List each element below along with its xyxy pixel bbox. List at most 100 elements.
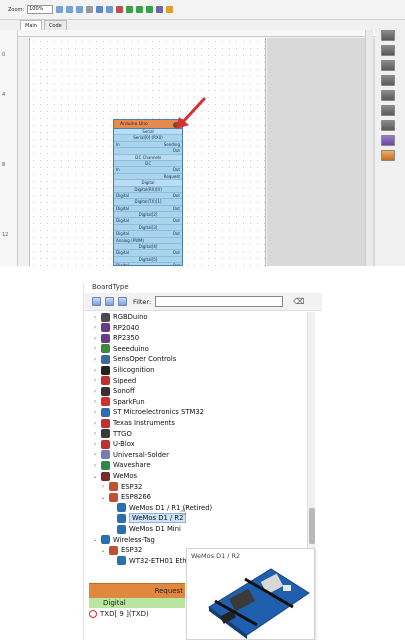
tree-item[interactable]: WeMos D1 / R1 (Retired) (108, 503, 212, 513)
tool-palette (379, 30, 397, 170)
collapsed-chevron-icon[interactable]: › (93, 334, 97, 342)
tree-item[interactable]: ⌄ESP8266 (100, 492, 151, 502)
tree-item-label: Sonoff (113, 387, 135, 396)
collapsed-chevron-icon[interactable]: › (93, 355, 97, 363)
tree-item[interactable]: ›ST Microelectronics STM32 (92, 407, 204, 417)
expanded-chevron-icon[interactable]: ⌄ (100, 493, 106, 501)
tree-item-label: Sipeed (113, 376, 137, 385)
tree-item[interactable]: WT32-ETH01 Ethernet (ESP32) (108, 556, 233, 566)
settings-icon[interactable] (156, 6, 164, 13)
component-row-right: Out (172, 218, 180, 224)
tree-item[interactable]: WeMos D1 / R2 (108, 513, 187, 524)
palette-button-7[interactable] (381, 120, 395, 131)
layout-icon[interactable] (96, 6, 104, 13)
collapsed-chevron-icon[interactable]: › (93, 451, 97, 459)
align-icon[interactable] (86, 6, 94, 13)
zoom-label: Zoom: (8, 6, 25, 13)
tree-item-label: Silicognition (113, 366, 155, 374)
component-row: Request (114, 174, 182, 181)
canvas-vertical-scrollbar[interactable] (365, 30, 373, 266)
tree-item[interactable]: › Sonoff (92, 386, 135, 396)
palette-button-1[interactable] (381, 30, 395, 41)
tree-item[interactable]: › SparkFun (92, 397, 145, 407)
tree-scrollbar[interactable] (307, 312, 315, 570)
tree-item[interactable]: ⌄ESP32 (100, 545, 142, 555)
palette-button-8[interactable] (381, 135, 395, 146)
collapsed-chevron-icon[interactable]: › (93, 461, 97, 469)
palette-button-9[interactable] (381, 150, 395, 161)
run-icon[interactable] (136, 6, 144, 13)
tree-item[interactable]: ›Texas Instruments (92, 418, 175, 428)
zoom-out-icon[interactable] (66, 6, 74, 13)
tree-scrollbar-thumb[interactable] (309, 508, 315, 544)
pin-icon[interactable] (146, 6, 154, 13)
filter-label: Filter: (133, 297, 152, 306)
expanded-chevron-icon[interactable]: ⌄ (92, 472, 98, 480)
zoom-in-icon[interactable] (56, 6, 64, 13)
tab-code[interactable]: Code (43, 20, 67, 30)
tree-item[interactable]: ›ESP32 (100, 482, 142, 492)
expanded-chevron-icon[interactable]: ⌄ (92, 536, 98, 544)
expand-all-icon[interactable] (92, 297, 101, 306)
tree-item[interactable]: ›U-Blox (92, 439, 135, 449)
upload-icon[interactable] (166, 6, 174, 13)
palette-button-4[interactable] (381, 75, 395, 86)
tree-item-label: SensOper Controls (113, 355, 177, 364)
tree-item[interactable]: ›RGBDuino (92, 312, 148, 322)
zoom-select[interactable]: 100% (27, 5, 54, 14)
collapsed-chevron-icon[interactable]: › (93, 324, 97, 332)
tree-item[interactable]: › Seeeduino (92, 344, 149, 354)
tree-item[interactable]: › Sipeed (92, 376, 136, 386)
collapsed-chevron-icon[interactable]: › (93, 387, 97, 395)
tree-item[interactable]: ›Waveshare (92, 460, 151, 470)
component-row-left: Digital (116, 205, 129, 211)
component-row-left: Digital (116, 263, 129, 266)
expanded-chevron-icon[interactable]: ⌄ (100, 546, 106, 554)
collapsed-chevron-icon[interactable]: › (93, 430, 97, 438)
collapsed-chevron-icon[interactable]: › (93, 345, 97, 353)
component-title[interactable]: Arduino Uno (114, 120, 182, 129)
palette-button-2[interactable] (381, 45, 395, 56)
collapsed-chevron-icon[interactable]: › (101, 483, 105, 491)
component-gear-icon[interactable] (173, 121, 179, 128)
tree-item[interactable]: › Silicognition (92, 365, 154, 375)
tree-item[interactable]: ⌄Wireless-Tag (92, 535, 155, 545)
tree-item-label: SparkFun (113, 397, 145, 406)
collapsed-chevron-icon[interactable]: › (93, 377, 97, 385)
collapsed-chevron-icon[interactable]: › (93, 419, 97, 427)
collapsed-chevron-icon[interactable]: › (93, 313, 97, 321)
filter-input[interactable] (155, 296, 284, 307)
grid-icon[interactable] (106, 6, 114, 13)
designer-toolbar: Zoom: 100% (0, 0, 405, 20)
snap-icon[interactable] (126, 6, 134, 13)
palette-button-3[interactable] (381, 60, 395, 71)
tree-item[interactable]: ›Universal-Solder (92, 450, 169, 460)
component-row: Digital(RX)[0] (114, 187, 182, 193)
collapsed-chevron-icon[interactable]: › (93, 398, 97, 406)
collapse-all-icon[interactable] (105, 297, 114, 306)
collapsed-chevron-icon[interactable]: › (93, 440, 97, 448)
tree-item-label: WT32-ETH01 Ethernet (ESP32) (129, 556, 234, 565)
folder-icon[interactable] (118, 297, 127, 306)
clear-filter-icon[interactable]: ⌫ (293, 297, 305, 306)
collapsed-chevron-icon[interactable]: › (93, 366, 97, 374)
tree-item[interactable]: › SensOper Controls (92, 354, 176, 364)
tree-item-label: Seeeduino (113, 344, 149, 353)
tree-item[interactable]: › TTGO (92, 429, 132, 439)
palette-button-6[interactable] (381, 105, 395, 116)
tree-item[interactable]: ⌄ WeMos (92, 471, 137, 481)
tree-item[interactable]: WeMos D1 Mini (108, 524, 181, 534)
component-row: Out (114, 148, 182, 155)
zoom-fit-icon[interactable] (76, 6, 84, 13)
component-row-left: Digital (116, 192, 129, 198)
tree-item[interactable]: ›RP2040 (92, 323, 139, 333)
collapsed-chevron-icon[interactable]: › (93, 408, 97, 416)
tab-main[interactable]: Main (20, 20, 42, 30)
delete-icon[interactable] (116, 6, 124, 13)
tree-item-label: WeMos (113, 472, 138, 480)
palette-button-5[interactable] (381, 90, 395, 101)
tree-item[interactable]: ›RP2350 (92, 333, 139, 343)
tree-item-label: TTGO (113, 429, 132, 438)
left-ruler: 0 4 8 12 (0, 30, 18, 266)
